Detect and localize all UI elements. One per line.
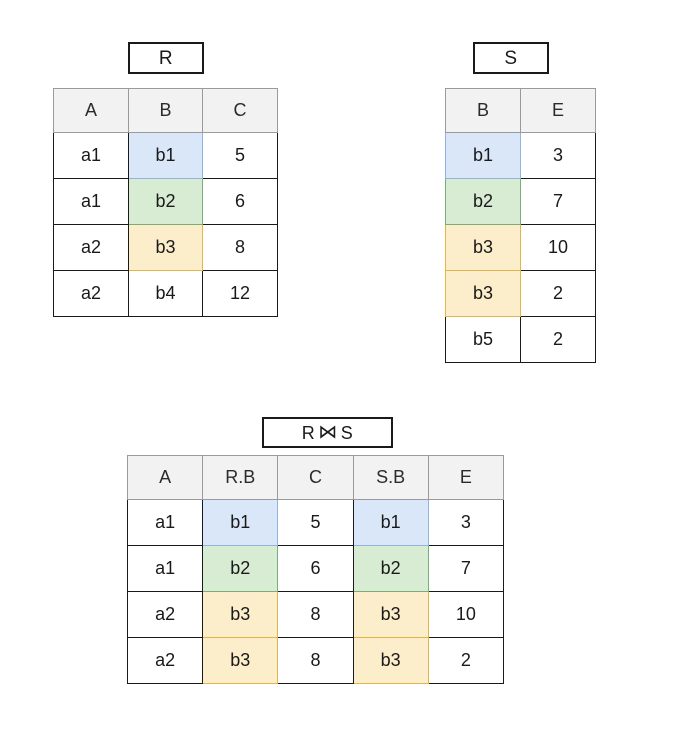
table-cell: a2 [53, 270, 129, 317]
table-cell: b3 [352, 637, 429, 684]
table-cell: 2 [520, 316, 596, 363]
table-row: a2 b3 8 [53, 224, 278, 271]
column-header-sb: S.B [352, 455, 429, 500]
relation-label-r-text: R [158, 47, 174, 69]
table-cell: 2 [520, 270, 596, 317]
table-cell: 8 [202, 224, 278, 271]
table-cell: b1 [202, 499, 279, 546]
table-header-row: A R.B C S.B E [126, 455, 504, 500]
table-cell: b2 [128, 178, 203, 225]
relation-label-s: S [473, 42, 549, 74]
table-row: a2 b3 8 b3 10 [126, 591, 504, 638]
table-cell: 10 [520, 224, 596, 271]
table-cell: a2 [53, 224, 129, 271]
table-cell: 3 [520, 132, 596, 179]
column-header-b: B [445, 88, 521, 133]
join-right-operand: S [340, 422, 354, 443]
table-header-row: B E [445, 88, 596, 133]
table-cell: b3 [128, 224, 203, 271]
table-cell: 8 [277, 637, 354, 684]
table-cell: 5 [277, 499, 354, 546]
relation-label-s-text: S [504, 47, 518, 69]
table-cell: 7 [520, 178, 596, 225]
relation-label-r: R [128, 42, 204, 74]
column-header-e: E [520, 88, 596, 133]
table-cell: 3 [427, 499, 504, 546]
table-cell: b2 [202, 545, 279, 592]
table-cell: a2 [126, 591, 204, 638]
table-row: a2 b4 12 [53, 270, 278, 317]
table-row: b3 2 [445, 270, 596, 317]
table-cell: b3 [352, 591, 429, 638]
table-row: a2 b3 8 b3 2 [126, 637, 504, 684]
table-cell: a2 [126, 637, 204, 684]
table-cell: b1 [352, 499, 429, 546]
table-row: b5 2 [445, 316, 596, 363]
join-bowtie-icon: ⋈ [318, 422, 338, 443]
column-header-b: B [128, 88, 203, 133]
table-row: a1 b2 6 b2 7 [126, 545, 504, 592]
table-cell: 2 [427, 637, 504, 684]
table-cell: 10 [427, 591, 504, 638]
relation-label-join: R ⋈ S [262, 417, 393, 448]
relation-table-r: A B C a1 b1 5 a1 b2 6 a2 b3 8 a2 b4 12 [53, 88, 278, 317]
table-row: a1 b2 6 [53, 178, 278, 225]
table-cell: b3 [445, 270, 521, 317]
table-cell: 7 [427, 545, 504, 592]
table-row: a1 b1 5 [53, 132, 278, 179]
column-header-e: E [427, 455, 504, 500]
table-cell: b1 [128, 132, 203, 179]
table-cell: 8 [277, 591, 354, 638]
join-left-operand: R [301, 422, 316, 443]
table-header-row: A B C [53, 88, 278, 133]
table-cell: a1 [53, 178, 129, 225]
relation-table-s: B E b1 3 b2 7 b3 10 b3 2 b5 2 [445, 88, 596, 363]
column-header-rb: R.B [202, 455, 279, 500]
table-cell: b3 [445, 224, 521, 271]
table-cell: b4 [128, 270, 203, 317]
table-cell: b3 [202, 637, 279, 684]
table-row: b2 7 [445, 178, 596, 225]
table-cell: b2 [352, 545, 429, 592]
table-cell: a1 [53, 132, 129, 179]
table-cell: 12 [202, 270, 278, 317]
column-header-c: C [202, 88, 278, 133]
table-row: b3 10 [445, 224, 596, 271]
table-row: a1 b1 5 b1 3 [126, 499, 504, 546]
table-cell: b2 [445, 178, 521, 225]
table-cell: b5 [445, 316, 521, 363]
table-cell: 5 [202, 132, 278, 179]
table-cell: 6 [277, 545, 354, 592]
table-cell: a1 [126, 545, 204, 592]
table-cell: b3 [202, 591, 279, 638]
table-cell: b1 [445, 132, 521, 179]
table-cell: a1 [126, 499, 204, 546]
table-cell: 6 [202, 178, 278, 225]
column-header-c: C [277, 455, 354, 500]
table-row: b1 3 [445, 132, 596, 179]
relation-table-join: A R.B C S.B E a1 b1 5 b1 3 a1 b2 6 b2 7 … [126, 455, 504, 684]
column-header-a: A [53, 88, 129, 133]
column-header-a: A [126, 455, 204, 500]
